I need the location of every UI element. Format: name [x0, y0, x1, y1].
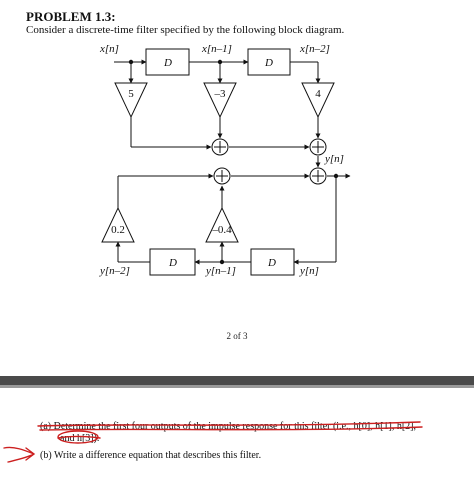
label-y-n-1: y[n–1]: [205, 265, 236, 277]
arrow-mark-icon: [3, 446, 36, 463]
delay-label-2: D: [264, 57, 273, 69]
gain-triangle-5: [114, 82, 148, 119]
gain-triangle-0.2: [101, 206, 135, 243]
delay-box-1: [145, 48, 190, 76]
gain-value-neg3: –3: [214, 88, 227, 100]
junction-yn1: [219, 259, 225, 265]
gain-triangle-neg3: [203, 82, 237, 119]
junction-x: [128, 59, 134, 65]
delay-label-4: D: [168, 257, 177, 269]
problem-title: PROBLEM 1.3:: [26, 9, 116, 24]
gain-value-4: 4: [315, 88, 321, 100]
block-diagram: D D D D 5 –3 4 –0.4 0.2 x[n] x: [99, 43, 351, 277]
gain-value-5: 5: [128, 88, 134, 100]
gain-value-0.2: 0.2: [111, 224, 125, 236]
handwritten-annotations: [3, 421, 423, 463]
delay-box-4: [149, 248, 196, 276]
label-x-n-2: x[n–2]: [299, 43, 330, 55]
gain-value-neg0.4: –0.4: [211, 224, 232, 236]
circle-mark: [57, 430, 99, 444]
strikethrough-line-1: [37, 421, 421, 427]
delay-box-2: [247, 48, 291, 76]
label-y-n-2: y[n–2]: [99, 265, 130, 277]
question-a-continued: and h[3]).: [60, 433, 100, 444]
delay-label-1: D: [163, 57, 172, 69]
problem-statement: Consider a discrete-time filter specifie…: [26, 24, 345, 36]
adder-4: [309, 167, 327, 185]
page-separator-edge: [0, 385, 474, 388]
gain-triangle-4: [301, 82, 335, 119]
gain-triangle-neg0.4: [205, 206, 239, 243]
label-output: y[n]: [324, 153, 344, 165]
page-separator: [0, 376, 474, 385]
label-x-n-1: x[n–1]: [201, 43, 232, 55]
label-y-n: y[n]: [299, 265, 319, 277]
page-number: 2 of 3: [226, 331, 248, 341]
delay-box-3: [250, 248, 295, 276]
adder-1: [211, 138, 229, 156]
label-input: x[n]: [99, 43, 119, 55]
question-a: (a) Determine the first four outputs of …: [40, 421, 417, 432]
junction-yn: [333, 173, 339, 179]
delay-label-3: D: [267, 257, 276, 269]
strikethrough-line-3: [57, 435, 101, 439]
strikethrough-line-2: [39, 426, 423, 431]
adder-3: [213, 167, 231, 185]
adder-2: [309, 138, 327, 156]
question-b: (b) Write a difference equation that des…: [40, 450, 262, 461]
junction-xn1: [217, 59, 223, 65]
